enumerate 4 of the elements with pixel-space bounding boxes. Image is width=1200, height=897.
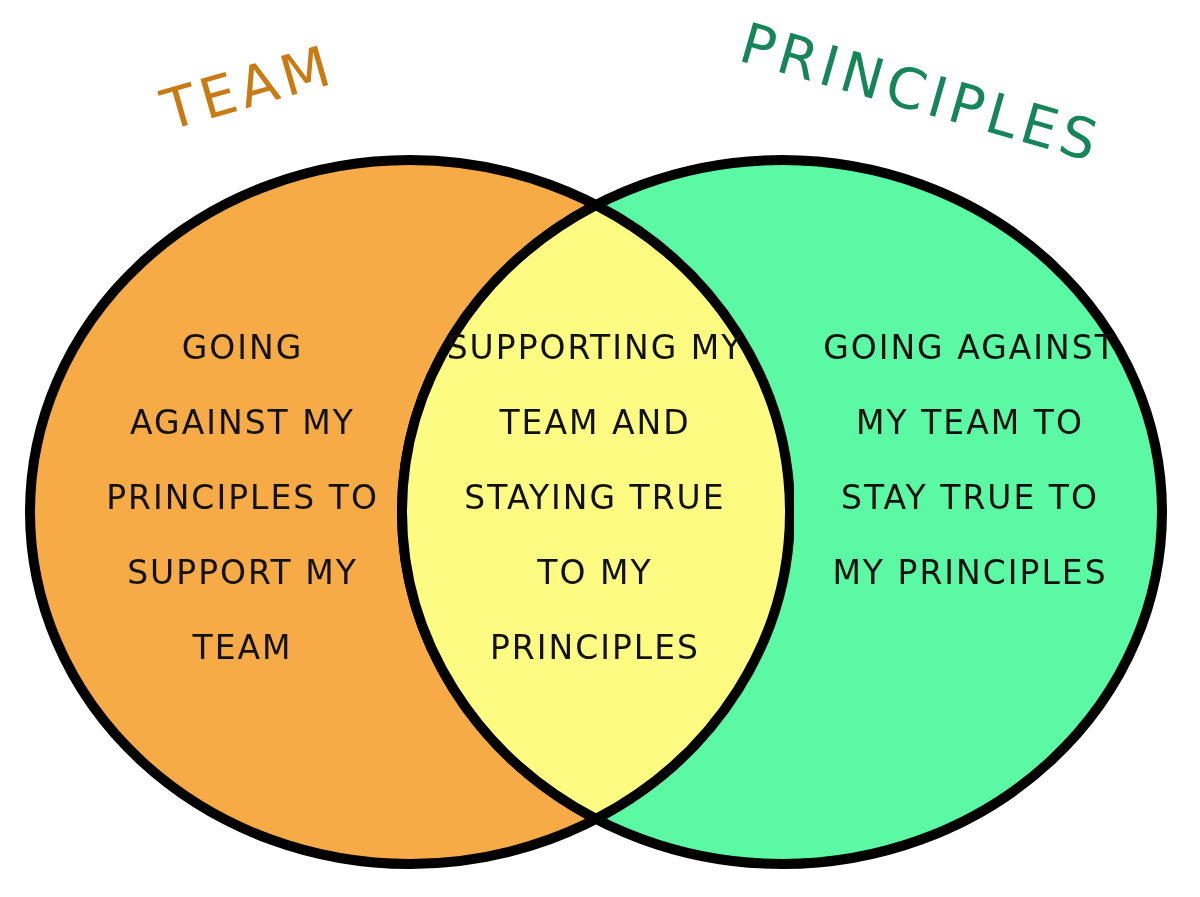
region-text: SUPPORTING MY TEAM AND STAYING TRUE TO MY PRINCIPLES — [445, 327, 745, 669]
region-text: GOING AGAINST MY PRINCIPLES TO SUPPORT MY TEAM — [105, 327, 380, 669]
circle-heading: TEAM — [154, 31, 342, 144]
region-text: GOING AGAINST MY TEAM TO STAY TRUE TO MY PRINCIPLES — [822, 327, 1118, 594]
